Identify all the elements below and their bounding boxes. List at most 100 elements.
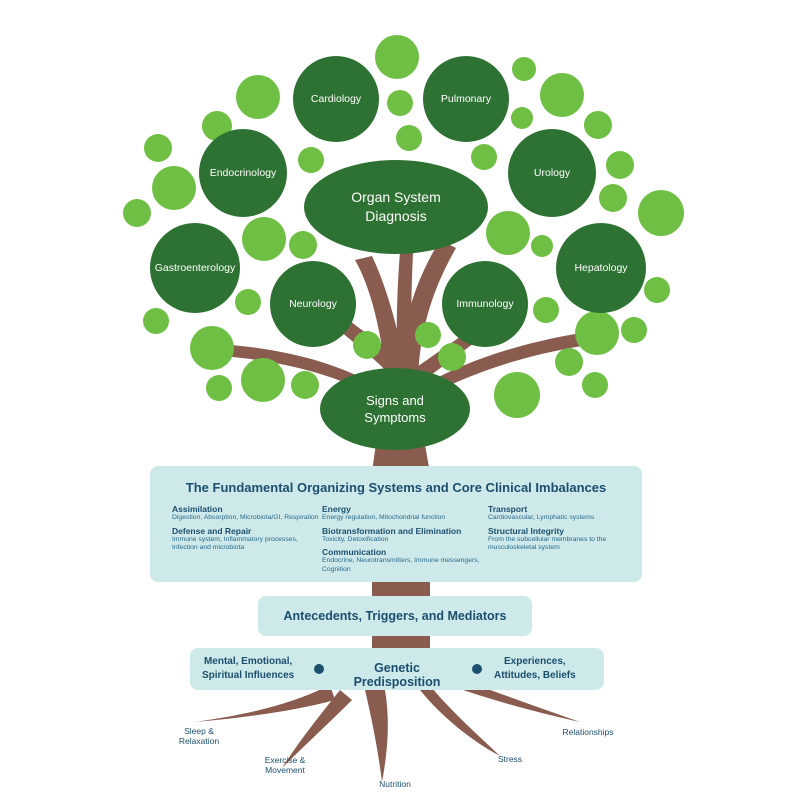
leaf xyxy=(144,134,172,162)
leaf xyxy=(512,57,536,81)
leaf xyxy=(511,107,533,129)
leaf xyxy=(599,184,627,212)
node-cardiology: Cardiology xyxy=(293,56,379,142)
sleep-line1: Sleep & xyxy=(184,726,214,736)
leaf xyxy=(621,317,647,343)
sleep-line2: Relaxation xyxy=(178,736,220,746)
system-biotransformation-heading: Biotransformation and Elimination xyxy=(322,525,462,536)
node-cardiology-label: Cardiology xyxy=(310,93,362,105)
leaf xyxy=(582,372,608,398)
leaf xyxy=(638,190,684,236)
node-hepatology: Hepatology xyxy=(556,223,646,313)
system-defense-detail: Immune system, Inflammatory processes, I… xyxy=(172,535,298,552)
mental-line1: Mental, Emotional, xyxy=(203,656,293,667)
genetic-predisposition-band: Mental, Emotional, Spiritual Influences … xyxy=(190,648,604,690)
node-immunology-label: Immunology xyxy=(456,298,514,310)
leaf xyxy=(375,35,419,79)
mental-emotional-label: Mental, Emotional, Spiritual Influences xyxy=(202,655,294,683)
central-line1: Organ System xyxy=(351,189,441,205)
root-label-stress: Stress xyxy=(497,754,523,764)
node-endocrinology: Endocrinology xyxy=(199,129,287,217)
leaf xyxy=(298,147,324,173)
leaf-cluster xyxy=(123,35,684,418)
leaf xyxy=(235,289,261,315)
central-line2: Diagnosis xyxy=(365,208,427,224)
leaf xyxy=(471,144,497,170)
antecedents-label: Antecedents, Triggers, and Mediators xyxy=(283,609,507,623)
system-assimilation-heading: Assimilation xyxy=(172,504,223,514)
node-pulmonary-label: Pulmonary xyxy=(440,93,492,105)
leaf xyxy=(606,151,634,179)
system-structural-detail: From the subcellular membranes to the mu… xyxy=(488,535,607,552)
leaf xyxy=(533,297,559,323)
leaf xyxy=(486,211,530,255)
leaf xyxy=(575,311,619,355)
leaf xyxy=(387,90,413,116)
system-structural-heading: Structural Integrity xyxy=(488,525,565,536)
leaf xyxy=(241,358,285,402)
system-energy-heading: Energy xyxy=(322,504,351,514)
node-gastroenterology-label: Gastroenterology xyxy=(154,262,236,274)
leaf xyxy=(206,375,232,401)
experiences-line1: Experiences, xyxy=(503,656,566,667)
trunk-segment-1 xyxy=(372,580,430,598)
leaf xyxy=(143,308,169,334)
genetic-predisposition-label: Genetic Predisposition xyxy=(353,661,441,689)
arrow-left-icon xyxy=(472,664,482,674)
node-neurology: Neurology xyxy=(270,261,356,347)
system-energy-detail: Energy regulation, Mitochondrial functio… xyxy=(322,514,446,521)
leaf xyxy=(438,343,466,371)
exercise-line1: Exercise & xyxy=(264,755,306,765)
experiences-attitudes-label: Experiences, Attitudes, Beliefs xyxy=(494,655,576,683)
node-organ-system-diagnosis: Organ System Diagnosis xyxy=(304,160,488,254)
mental-line2: Spiritual Influences xyxy=(202,670,295,681)
trunk-segment-2 xyxy=(372,634,430,650)
node-hepatology-label: Hepatology xyxy=(574,262,628,274)
leaf xyxy=(644,277,670,303)
leaf xyxy=(123,199,151,227)
leaf xyxy=(494,372,540,418)
system-assimilation-detail: Digestion, Absorption, Microbiota/GI, Re… xyxy=(172,514,319,521)
systems-col-1: Assimilation Digestion, Absorption, Micr… xyxy=(172,504,320,556)
node-neurology-label: Neurology xyxy=(289,298,337,310)
node-immunology: Immunology xyxy=(442,261,528,347)
node-signs-and-symptoms: Signs and Symptoms xyxy=(320,368,470,450)
node-endocrinology-label: Endocrinology xyxy=(209,167,277,179)
systems-col-3: Transport Cardiovascular, Lymphatic syst… xyxy=(488,504,634,556)
system-communication-heading: Communication xyxy=(322,547,387,557)
organizing-systems-panel: The Fundamental Organizing Systems and C… xyxy=(150,466,642,582)
signs-line2: Symptoms xyxy=(364,410,426,425)
system-communication-detail: Endocrine, Neurotransmitters, Immune mes… xyxy=(322,557,480,573)
leaf xyxy=(353,331,381,359)
signs-line1: Signs and xyxy=(366,393,424,408)
leaf xyxy=(291,371,319,399)
leaf xyxy=(242,217,286,261)
node-gastroenterology: Gastroenterology xyxy=(150,223,240,313)
node-urology: Urology xyxy=(508,129,596,217)
leaf xyxy=(289,231,317,259)
systems-title: The Fundamental Organizing Systems and C… xyxy=(185,480,607,495)
system-defense-heading: Defense and Repair xyxy=(172,525,252,536)
leaf xyxy=(531,235,553,257)
leaf xyxy=(152,166,196,210)
root-label-exercise: Exercise & Movement xyxy=(250,755,320,775)
system-transport-heading: Transport xyxy=(488,504,528,514)
node-urology-label: Urology xyxy=(533,167,571,179)
node-pulmonary: Pulmonary xyxy=(423,56,509,142)
leaf xyxy=(555,348,583,376)
arrow-right-icon xyxy=(314,664,324,674)
root-label-nutrition: Nutrition xyxy=(379,779,411,789)
leaf xyxy=(396,125,422,151)
system-transport-detail: Cardiovascular, Lymphatic systems xyxy=(488,514,595,521)
experiences-line2: Attitudes, Beliefs xyxy=(494,670,576,681)
leaf xyxy=(540,73,584,117)
system-biotransformation-detail: Toxicity, Detoxification xyxy=(322,535,389,543)
root-label-sleep: Sleep & Relaxation xyxy=(164,726,234,746)
systems-col-2: Energy Energy regulation, Mitochondrial … xyxy=(322,504,490,577)
leaf xyxy=(584,111,612,139)
exercise-line2: Movement xyxy=(265,765,305,775)
root-label-relationships: Relationships xyxy=(562,727,614,737)
leaf xyxy=(415,322,441,348)
leaf xyxy=(190,326,234,370)
